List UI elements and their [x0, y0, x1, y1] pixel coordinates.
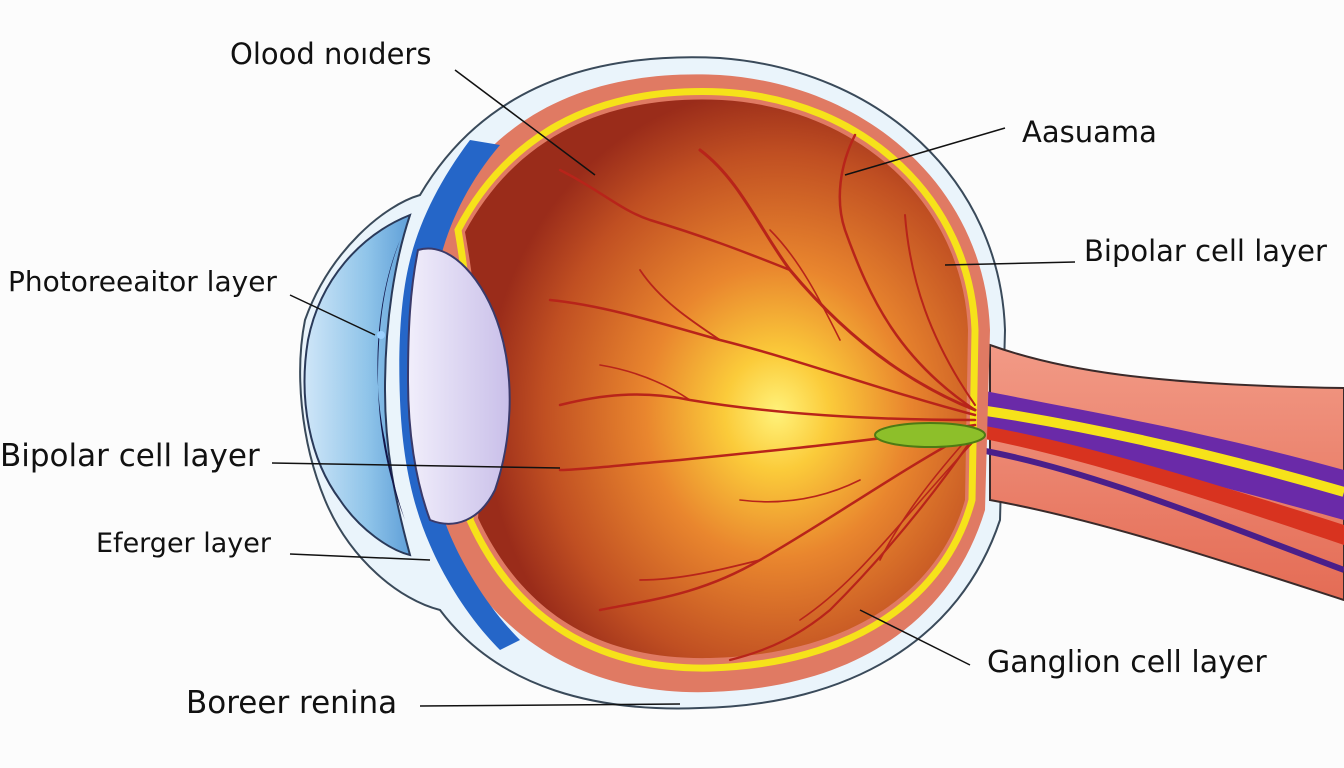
leader-ganglion — [859, 609, 971, 666]
leader-bipolar-right — [944, 261, 1076, 266]
leader-bipolar-left — [271, 462, 561, 469]
leader-aasuama — [844, 127, 1006, 176]
leader-boreer — [419, 703, 681, 707]
optic-disc — [874, 422, 986, 448]
label-bipolar-cell-layer-left: Bipolar cell layer — [0, 438, 260, 474]
leader-photo — [289, 294, 376, 336]
leader-olood — [454, 69, 596, 176]
label-olood-noiders: Olood noıders — [230, 37, 432, 71]
leader-eferger — [289, 553, 431, 561]
cornea — [303, 213, 412, 557]
label-boreer-renina: Boreer renina — [186, 685, 398, 721]
label-aasuama: Aasuama — [1022, 115, 1157, 149]
label-ganglion-cell-layer: Ganglion cell layer — [987, 645, 1267, 680]
label-bipolar-cell-layer-right: Bipolar cell layer — [1084, 234, 1327, 268]
label-photoreceptor-layer: Photoreeaitor layer — [8, 265, 277, 298]
leader-lines — [271, 69, 1076, 707]
label-eferger-layer: Eferger layer — [96, 528, 271, 559]
lens — [406, 247, 511, 525]
optic-nerve — [979, 343, 1344, 602]
